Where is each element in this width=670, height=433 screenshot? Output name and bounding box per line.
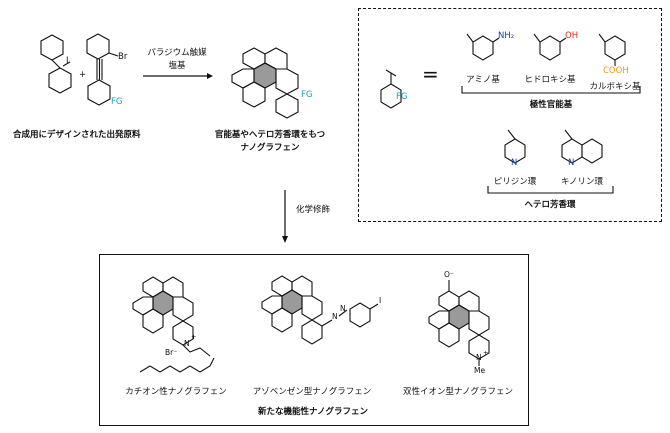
hydroxy-substituent: OH [565,31,579,41]
new-nanographenes-caption: 新たな機能性ナノグラフェン [257,407,369,417]
fg-ring-structure [380,69,402,109]
iodo-label: I [66,56,69,66]
amino-substituent: NH₂ [498,31,515,41]
pyridine-name: ピリジン環 [493,177,537,187]
quinoline-name: キノリン環 [561,177,603,187]
cationic-charge: + [191,333,197,341]
new-nanographenes-box [99,254,529,426]
polar-bracket [461,86,641,94]
zwitterionic-nanographene-structure [428,280,490,366]
hydroxy-name: ヒドロキシ基 [524,75,576,85]
cationic-counterion: Br⁻ [165,348,178,357]
plus-sign: + [79,70,87,80]
fg-definition-box [358,8,662,222]
zwitterion-n-atom: N [476,353,482,362]
fg-label-product: FG [301,90,313,100]
hetero-bracket [487,186,614,194]
conditions-base: 塩基 [168,61,186,71]
carboxy-ring-structure [598,33,626,66]
zwitterion-charge: + [483,349,489,357]
bromo-label: Br [118,52,128,62]
biphenyl-iodide-structure [40,34,72,94]
carboxy-substituent: COOH [603,66,629,76]
conditions-catalyst: パラジウム触媒 [147,48,207,58]
modification-label: 化学修飾 [296,205,331,215]
product-caption-line1: 官能基やヘテロ芳香環をもつ [214,130,326,140]
equals-sign: = [422,62,439,86]
azo-n1: N [332,312,338,321]
amino-name: アミノ基 [466,75,500,85]
quinoline-ring-structure [561,129,603,164]
starting-materials-caption: 合成用にデザインされた出発原料 [13,130,141,140]
quinoline-n: N [568,158,575,168]
pyridine-n: N [511,158,518,168]
zwitterionic-name: 双性イオン型ナノグラフェン [402,387,514,397]
zwitterion-anion: O⁻ [444,270,454,279]
fg-label-definition: FG [396,92,408,102]
bromoaryl-alkyne-structure [86,33,119,106]
amino-ring-structure [466,33,500,61]
azo-n2: N [340,304,346,313]
azobenzene-nanographene-structure [261,275,379,345]
carboxy-name: カルボキシ基 [589,82,641,92]
zwitterion-methyl: Me [474,366,486,375]
cationic-name: カチオン性ナノグラフェン [125,387,227,397]
product-nanographene-structure [231,47,299,119]
hetero-rings-caption: ヘテロ芳香環 [524,200,576,210]
fg-label-reagent: FG [111,97,123,107]
cationic-n-atom: N [184,339,190,348]
azobenzene-name: アゾベンゼン型ナノグラフェン [252,387,372,397]
azo-iodo: I [379,296,382,305]
product-caption-line2: ナノグラフェン [240,143,300,153]
polar-groups-caption: 極性官能基 [529,100,573,110]
cationic-nanographene-structure [132,276,215,373]
pyridine-ring-structure [504,129,526,164]
hydroxy-ring-structure [533,33,567,61]
